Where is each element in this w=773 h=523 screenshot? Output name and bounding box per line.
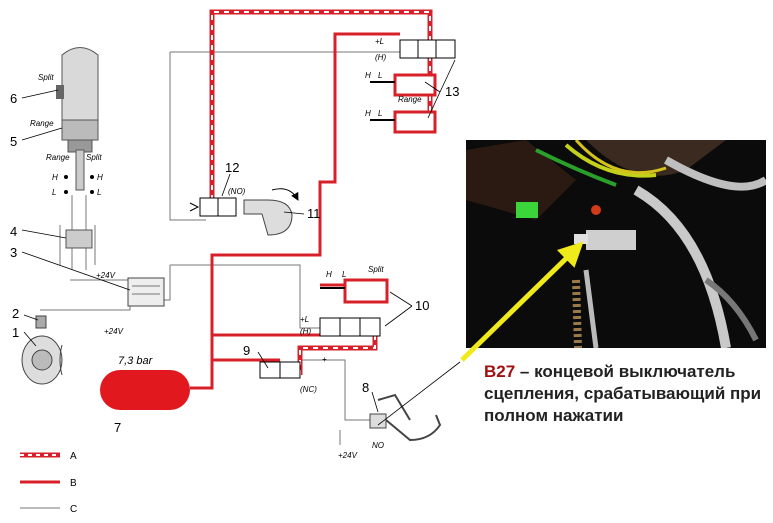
h-label-13b: H bbox=[365, 109, 371, 118]
cable-4 bbox=[65, 195, 93, 270]
valve-13 bbox=[370, 39, 456, 134]
valve-10-plus-l: +L bbox=[300, 315, 309, 324]
leader-lines bbox=[21, 59, 456, 413]
l-label-13b: L bbox=[378, 109, 382, 118]
voltage-label-top: +24V bbox=[96, 271, 116, 280]
legend-label-a: A bbox=[70, 451, 77, 462]
split-label: Split bbox=[38, 73, 54, 82]
h-label-13a: H bbox=[365, 71, 371, 80]
l-label-10: L bbox=[342, 270, 346, 279]
part-number-1: 1 bbox=[12, 325, 19, 340]
speed-sensor bbox=[21, 315, 63, 385]
part-number-10: 10 bbox=[415, 298, 429, 313]
part-number-8: 8 bbox=[362, 380, 369, 395]
part-number-12: 12 bbox=[225, 160, 239, 175]
part-number-13: 13 bbox=[445, 84, 459, 99]
h-label-left: H bbox=[52, 173, 58, 182]
valve-9-nc: (NC) bbox=[300, 385, 317, 394]
part-number-9: 9 bbox=[243, 343, 250, 358]
valve-10-split: Split bbox=[368, 265, 384, 274]
valve-9-plus: + bbox=[322, 355, 327, 364]
part-number-6: 6 bbox=[10, 91, 17, 106]
part-number-7: 7 bbox=[114, 420, 121, 435]
split-switch-label: Split bbox=[86, 153, 102, 162]
lever-switch-contacts bbox=[64, 175, 94, 194]
switch-no: NO bbox=[372, 441, 384, 450]
air-tank bbox=[100, 370, 190, 410]
range-switch-label: Range bbox=[46, 153, 70, 162]
cylinder-11 bbox=[243, 188, 299, 236]
valve-9 bbox=[259, 361, 301, 379]
valve-13-h: (H) bbox=[375, 53, 386, 62]
valve-13-range: Range bbox=[398, 95, 422, 104]
valve-12-no-label: (NO) bbox=[228, 187, 246, 196]
l-label-left: L bbox=[52, 188, 56, 197]
range-label: Range bbox=[30, 119, 54, 128]
l-label-right: L bbox=[97, 188, 101, 197]
l-label-13a: L bbox=[378, 71, 382, 80]
tank-pressure: 7,3 bar bbox=[118, 355, 154, 367]
gear-lever bbox=[56, 47, 99, 191]
part-number-5: 5 bbox=[10, 134, 17, 149]
part-number-4: 4 bbox=[10, 224, 17, 239]
switch-photo bbox=[466, 140, 766, 348]
h-label-right: H bbox=[97, 173, 103, 182]
thin-lines bbox=[40, 51, 400, 445]
caption-code: B27 bbox=[484, 362, 516, 381]
part-number-11: 11 bbox=[307, 206, 321, 221]
legend bbox=[20, 452, 60, 509]
valve-10-h: (H) bbox=[300, 327, 311, 336]
clutch-switch bbox=[369, 393, 442, 442]
legend-label-c: C bbox=[70, 504, 77, 515]
switch-voltage: +24V bbox=[338, 451, 358, 460]
voltage-label-unit: +24V bbox=[104, 327, 124, 336]
part-number-3: 3 bbox=[10, 245, 17, 260]
legend-label-b: B bbox=[70, 478, 77, 489]
caption-text: – концевой выключатель сцепления, срабат… bbox=[484, 362, 762, 425]
valve-10 bbox=[319, 278, 389, 337]
caption: B27 – концевой выключатель сцепления, ср… bbox=[484, 361, 764, 427]
control-unit bbox=[127, 277, 165, 307]
part-number-2: 2 bbox=[12, 306, 19, 321]
valve-12 bbox=[189, 197, 237, 217]
valve-13-plus-l: +L bbox=[375, 37, 384, 46]
h-label-10: H bbox=[326, 270, 332, 279]
